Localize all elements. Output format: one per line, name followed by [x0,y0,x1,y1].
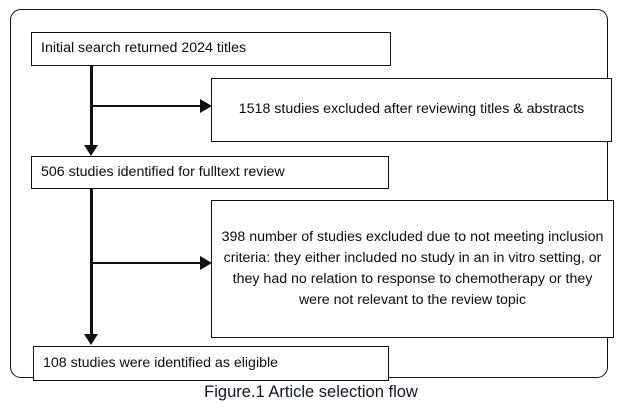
flow-node-eligible-label: 108 studies were identified as eligible [43,354,279,371]
arrowhead-down-to-eligible-icon [84,334,98,345]
figure-caption: Figure.1 Article selection flow [204,383,418,401]
flowchart-frame: Initial search returned 2024 titles 1518… [10,9,614,381]
flow-node-initial-search: Initial search returned 2024 titles [31,32,391,66]
flow-node-excluded-criteria-label: 398 number of studies excluded due to no… [221,228,604,309]
connector-fulltext-to-excluded-criteria-line [90,262,202,265]
flow-node-fulltext-review: 506 studies identified for fulltext revi… [31,156,389,189]
flow-node-eligible: 108 studies were identified as eligible [33,346,389,381]
flow-node-excluded-titles-label: 1518 studies excluded after reviewing ti… [238,101,585,118]
arrowhead-right-to-excluded-titles-icon [200,99,212,113]
flow-node-fulltext-review-label: 506 studies identified for fulltext revi… [41,163,285,180]
connector-initial-to-excluded-titles-line [90,105,202,108]
flow-node-initial-search-label: Initial search returned 2024 titles [41,40,247,57]
arrowhead-right-to-excluded-criteria-icon [200,256,212,270]
arrowhead-down-to-fulltext-icon [84,145,98,156]
flow-node-excluded-criteria: 398 number of studies excluded due to no… [211,200,614,338]
flow-node-excluded-titles: 1518 studies excluded after reviewing ti… [211,78,612,142]
